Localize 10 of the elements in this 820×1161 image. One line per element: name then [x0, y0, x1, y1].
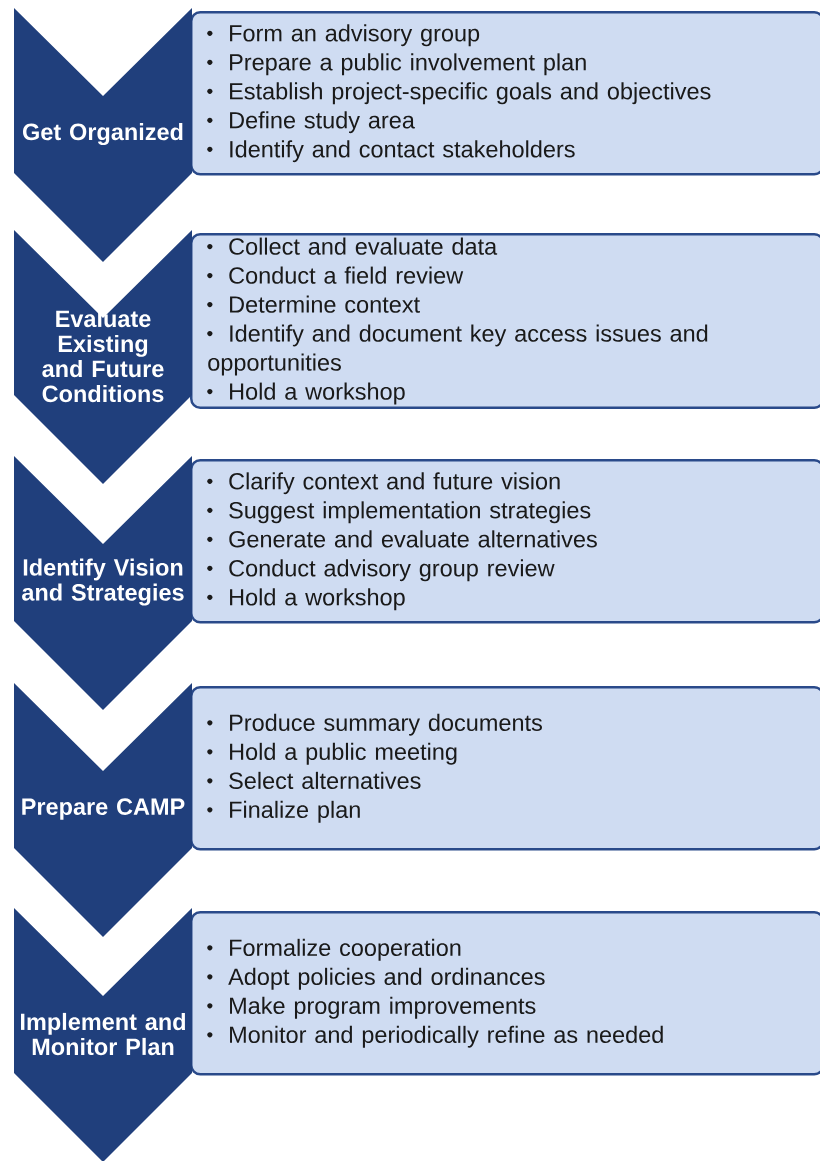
chevron-step: Identify Vision and Strategies [14, 456, 192, 710]
step-box: Produce summary documents Hold a public meeting Select alternatives Finalize plan [190, 686, 820, 851]
step-box: Collect and evaluate data Conduct a field review Determine context Identify and document key access issues and opportunities Hold a workshop [190, 233, 820, 410]
chevron-step: Evaluate Existing and Future Conditions [14, 230, 192, 484]
chevron-step: Prepare CAMP [14, 683, 192, 937]
step-box: Clarify context and future vision Suggest implementation strategies Generate and evaluate alternatives Conduct advisory group review Hold a workshop [190, 459, 820, 624]
chevron-step: Get Organized [14, 8, 192, 262]
step-box: Formalize cooperation Adopt policies and ordinances Make program improvements Monitor and periodically refine as needed [190, 911, 820, 1076]
step-box: Form an advisory group Prepare a public involvement plan Establish project-specific goals and objectives Define study area Identify and contact stakeholders [190, 11, 820, 176]
chevron-step: Implement and Monitor Plan [14, 908, 192, 1161]
